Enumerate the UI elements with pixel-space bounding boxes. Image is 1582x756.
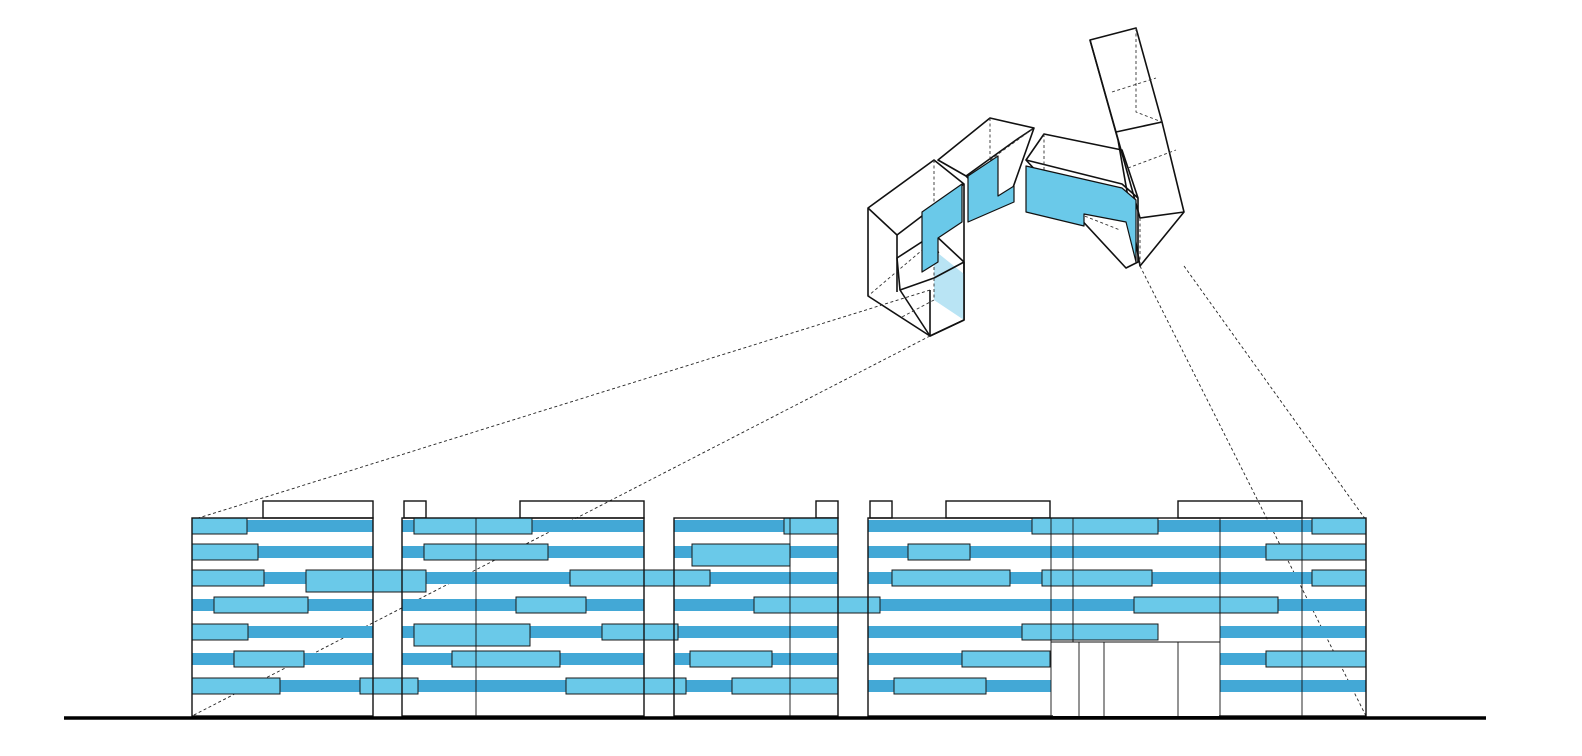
balcony-panel bbox=[1265, 543, 1367, 561]
balcony-panel bbox=[753, 596, 881, 614]
elevation bbox=[64, 500, 1486, 720]
floor-band bbox=[674, 626, 838, 638]
balcony-panel bbox=[691, 543, 791, 567]
floor-band bbox=[674, 572, 838, 584]
balcony-panel bbox=[601, 623, 679, 641]
balcony-panel bbox=[689, 650, 773, 668]
balcony-panel bbox=[191, 569, 265, 587]
balcony-panel bbox=[1133, 596, 1279, 614]
balcony-panel bbox=[1311, 569, 1367, 587]
balcony-panel bbox=[569, 569, 711, 587]
balcony-panel bbox=[423, 543, 549, 561]
balcony-panel bbox=[213, 596, 309, 614]
facade-panels bbox=[191, 517, 1367, 695]
floor-band bbox=[868, 599, 1366, 611]
balcony-panel bbox=[515, 596, 587, 614]
balcony-panel bbox=[305, 569, 427, 593]
balcony-panel bbox=[1041, 569, 1153, 587]
balcony-panel bbox=[191, 677, 281, 695]
balcony-panel bbox=[565, 677, 687, 695]
floor-band bbox=[1220, 626, 1366, 638]
balcony-panel bbox=[1021, 623, 1159, 641]
balcony-panel bbox=[1311, 517, 1367, 535]
balcony-panel bbox=[907, 543, 971, 561]
rooftop-parapets bbox=[262, 500, 1303, 519]
balcony-panel bbox=[891, 569, 1011, 587]
massing-block-e bbox=[1089, 27, 1185, 267]
axonometric-massing bbox=[191, 27, 1367, 717]
balcony-panel bbox=[191, 517, 248, 535]
balcony-panel bbox=[359, 677, 419, 695]
balcony-panel bbox=[451, 650, 561, 668]
balcony-panel bbox=[731, 677, 839, 695]
balcony-panel bbox=[233, 650, 305, 668]
balcony-panel bbox=[893, 677, 987, 695]
balcony-panel bbox=[413, 517, 533, 535]
balcony-panel bbox=[191, 623, 249, 641]
balcony-panel bbox=[1265, 650, 1367, 668]
structural-lines bbox=[475, 518, 1303, 716]
floor-band bbox=[1220, 680, 1366, 692]
balcony-panel bbox=[783, 517, 839, 535]
balcony-panel bbox=[413, 623, 531, 647]
balcony-panel bbox=[961, 650, 1051, 668]
highlighted-facade bbox=[921, 155, 1137, 273]
balcony-panel bbox=[191, 543, 259, 561]
entrance-void bbox=[1051, 641, 1220, 716]
floor-band bbox=[868, 626, 1051, 638]
floor-band bbox=[868, 546, 1366, 558]
